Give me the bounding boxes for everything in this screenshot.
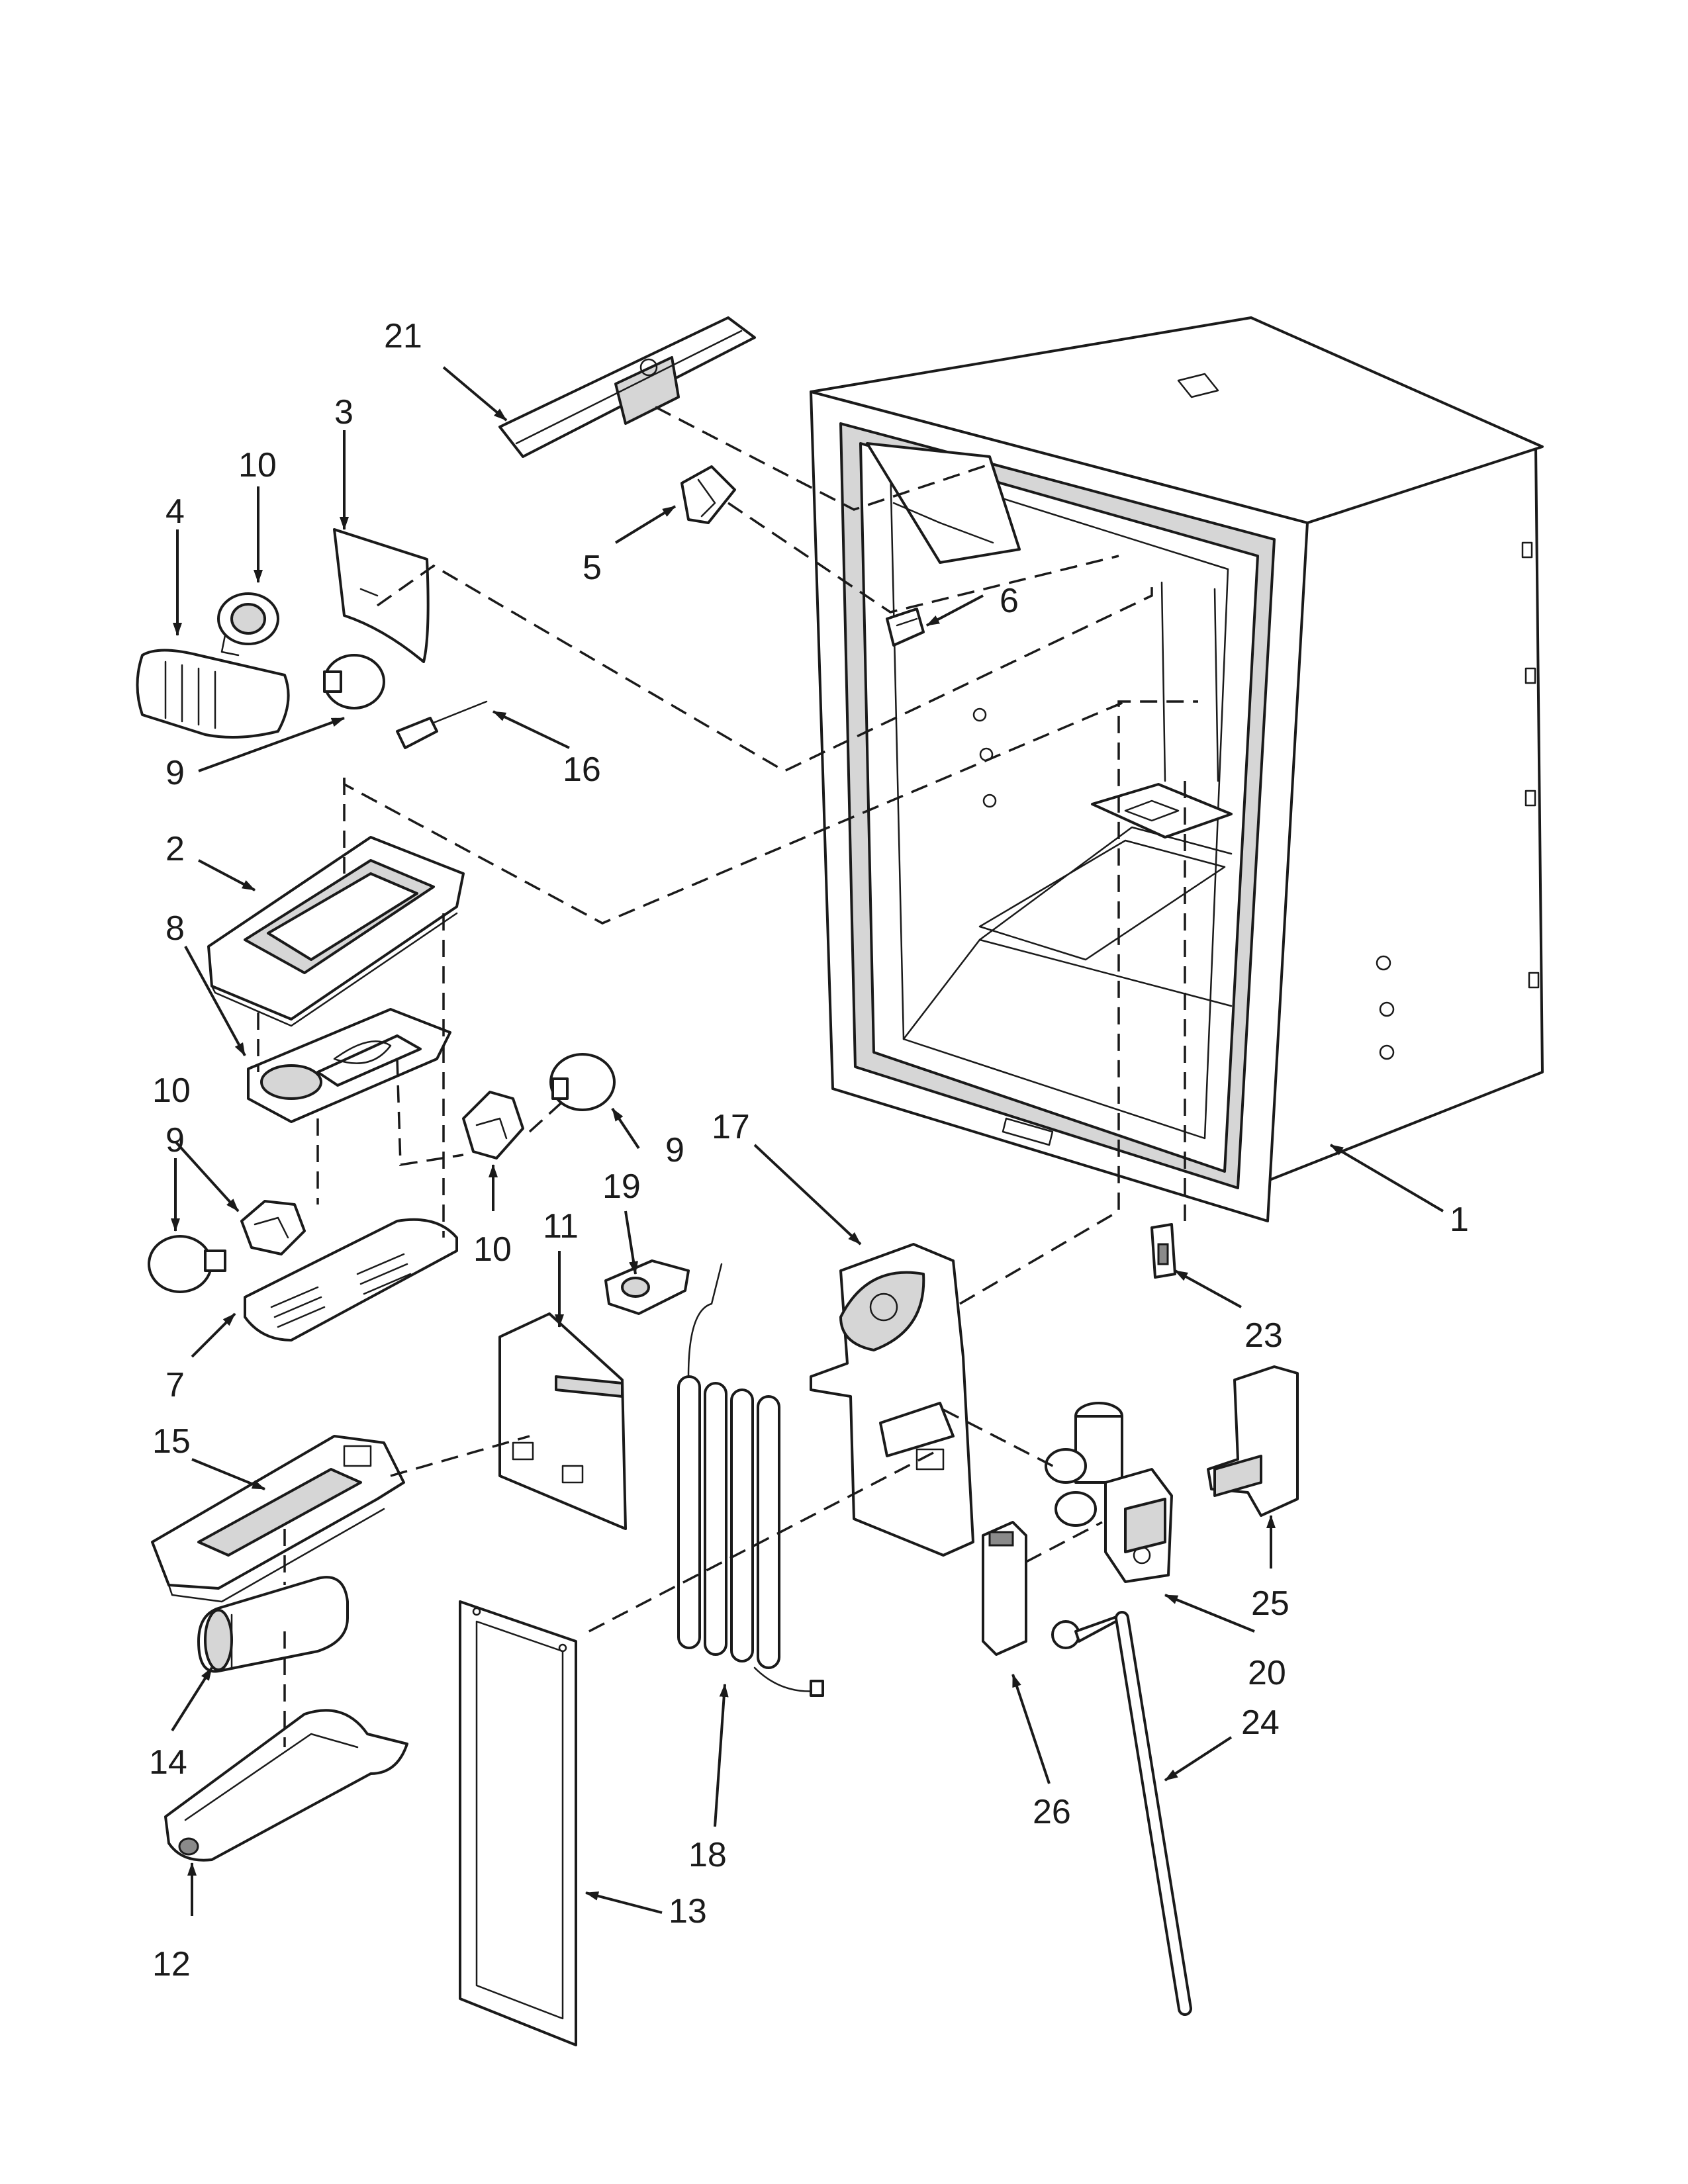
callout-17: 17 (712, 1108, 750, 1146)
callout-6: 6 (1000, 582, 1019, 620)
part-11-bracket (498, 1312, 627, 1530)
callout-2: 2 (165, 830, 185, 868)
part-20-water-valve (1045, 1402, 1173, 1583)
part-10-socket-mid (462, 1091, 524, 1160)
callout-18: 18 (688, 1836, 727, 1874)
part-21-top-cover (498, 316, 756, 458)
callout-labels: 1 2 3 4 5 6 7 8 9 9 9 10 10 10 11 12 13 … (149, 317, 1469, 1983)
callout-14: 14 (149, 1743, 187, 1782)
callout-26: 26 (1033, 1793, 1071, 1831)
callout-15: 15 (152, 1422, 191, 1461)
part-4-lens (136, 649, 290, 739)
assembly-lines (257, 406, 1198, 1747)
callout-10-left: 10 (152, 1071, 191, 1110)
callout-7: 7 (165, 1366, 185, 1404)
callout-1: 1 (1450, 1201, 1469, 1239)
part-1-liner (810, 316, 1544, 1222)
part-6-clip (886, 608, 925, 647)
callout-8: 8 (165, 909, 185, 948)
callout-16: 16 (563, 751, 601, 789)
part-18-water-tank (677, 1263, 824, 1697)
callout-19: 19 (602, 1167, 641, 1206)
part-15-filter-head (151, 1435, 405, 1603)
part-9-bulb-mid (549, 1053, 616, 1111)
part-24-water-tube (1051, 1611, 1192, 2016)
callout-4: 4 (165, 492, 185, 531)
callout-12: 12 (152, 1945, 191, 1983)
part-16-probe (396, 700, 488, 749)
callout-3: 3 (334, 393, 353, 432)
part-2-housing (207, 836, 465, 1027)
callout-20: 20 (1248, 1654, 1286, 1692)
callout-5: 5 (583, 549, 602, 587)
part-10-socket-left (240, 1200, 306, 1255)
part-3-light-shield (333, 528, 430, 663)
part-12-filter-tray (164, 1709, 408, 1862)
part-14-water-filter (197, 1576, 349, 1673)
part-8-dispenser-upper (247, 1008, 451, 1123)
callout-13: 13 (669, 1892, 707, 1931)
callout-24: 24 (1241, 1704, 1280, 1742)
callout-9-left: 9 (165, 1121, 185, 1160)
callout-9-upper: 9 (165, 754, 185, 792)
callout-25: 25 (1251, 1584, 1289, 1623)
leader-lines (171, 366, 1444, 1916)
callout-10-middle: 10 (473, 1230, 512, 1269)
callout-11: 11 (543, 1207, 579, 1246)
part-26-bracket (982, 1521, 1027, 1656)
part-19-thermistor (604, 1259, 690, 1315)
callout-23: 23 (1244, 1316, 1283, 1355)
part-7-vent-cover (244, 1218, 458, 1342)
callout-9-right: 9 (665, 1131, 684, 1169)
part-17-dispenser-housing (810, 1243, 974, 1557)
part-10-socket-top (217, 592, 279, 657)
part-5-knob (680, 465, 736, 524)
part-9-bulb-left (148, 1235, 226, 1293)
callout-10-top: 10 (238, 446, 277, 484)
part-9-bulb-top (323, 654, 385, 709)
part-13-panel (459, 1600, 577, 2046)
part-23-switch (1150, 1223, 1176, 1279)
part-25-valve-cover (1207, 1365, 1299, 1517)
callout-21: 21 (384, 317, 422, 355)
